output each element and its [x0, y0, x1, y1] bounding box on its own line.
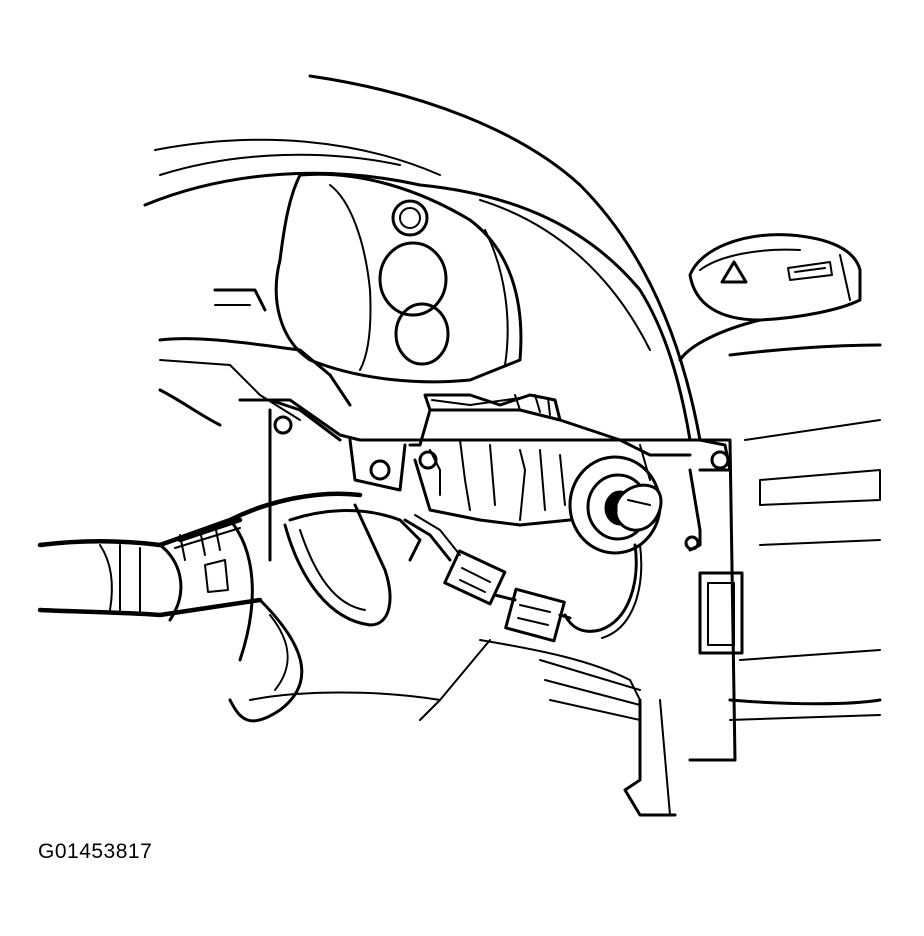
steering-column [37, 491, 422, 723]
dashboard-left-trim [158, 288, 352, 442]
right-lower-panel [688, 343, 882, 762]
side-vent-slot [698, 571, 744, 655]
wiring-harness [403, 514, 643, 643]
column-mount-bracket [258, 398, 732, 562]
lower-knee-panel [249, 639, 677, 817]
harness-connector-a [443, 549, 507, 606]
right-vent-panel [678, 233, 862, 362]
figure-id-label: G01453817 [38, 840, 153, 863]
ignition-switch-assembly [408, 393, 692, 555]
dashboard-top-edge [143, 74, 702, 442]
harness-connector-b [504, 587, 566, 643]
hazard-triangle-icon [720, 260, 748, 284]
ignition-key [614, 483, 663, 532]
instrument-cluster [274, 172, 523, 384]
